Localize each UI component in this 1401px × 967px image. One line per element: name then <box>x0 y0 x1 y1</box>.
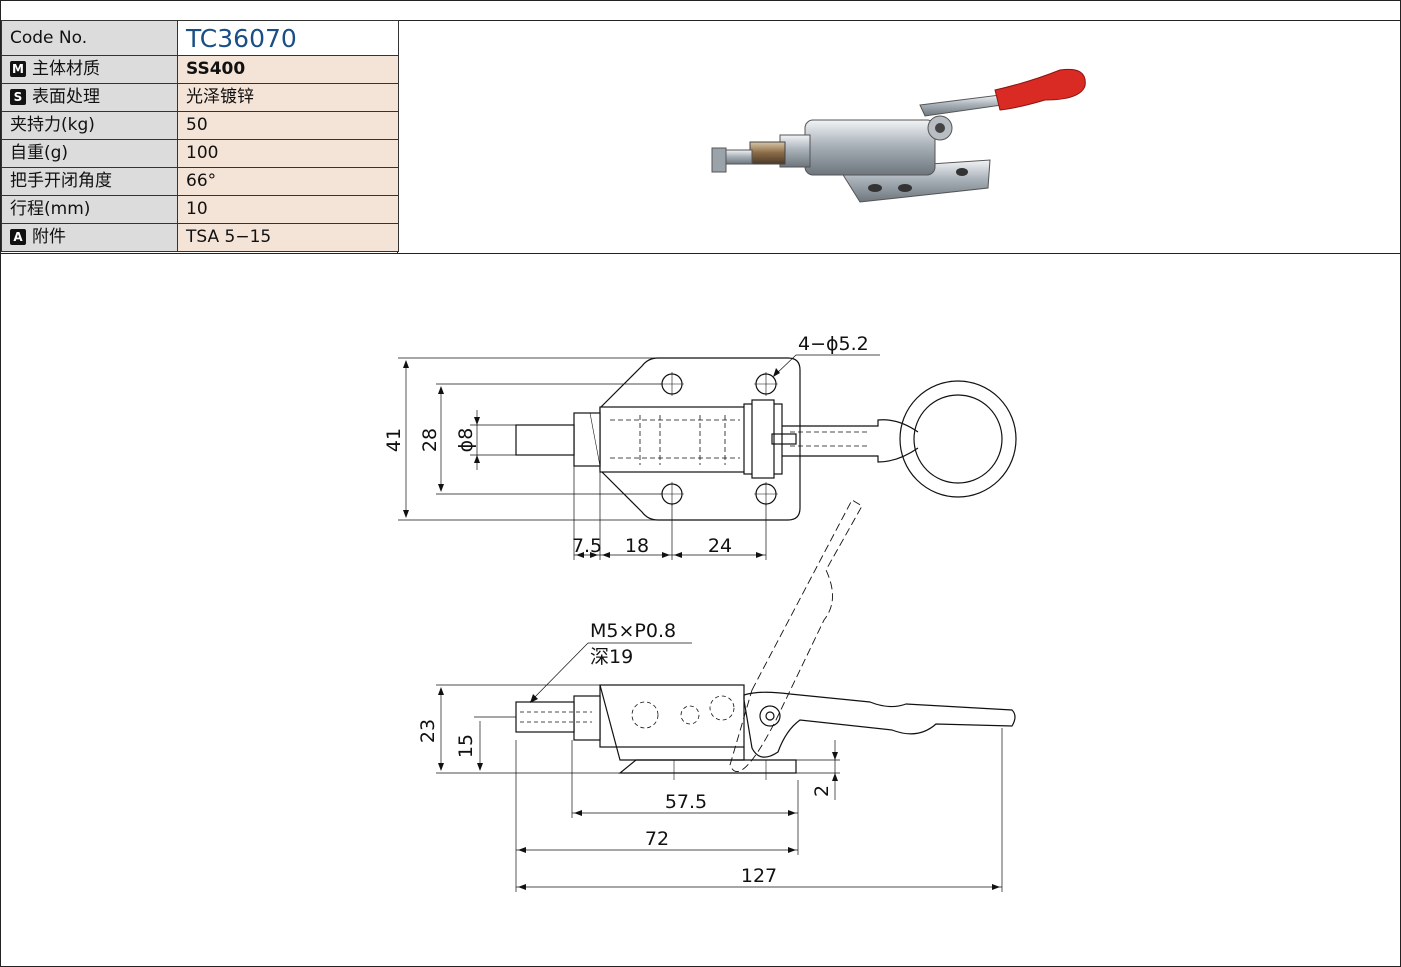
dim-23: 23 <box>417 719 439 743</box>
dim-28: 28 <box>419 428 441 452</box>
accessory-value: TSA 5−15 <box>177 223 399 252</box>
weight-label: 自重(g) <box>1 139 178 168</box>
spec-row-stroke: 行程(mm) 10 <box>1 195 399 224</box>
dim-41: 41 <box>383 428 405 452</box>
code-label: Code No. <box>1 20 178 56</box>
material-label: 主体材质 <box>32 59 100 79</box>
stroke-value: 10 <box>177 195 399 224</box>
accessory-badge-icon: A <box>10 229 26 245</box>
surface-value: 光泽镀锌 <box>177 83 399 112</box>
pivot-pin <box>759 705 781 727</box>
open-lever-phantom <box>729 499 863 772</box>
spec-row-angle: 把手开闭角度 66° <box>1 167 399 196</box>
angle-value: 66° <box>177 167 399 196</box>
dim-127: 127 <box>741 865 777 887</box>
weight-value: 100 <box>177 139 399 168</box>
thread-callout: M5×P0.8 <box>590 620 676 642</box>
top-view-plunger <box>515 424 575 456</box>
side-view-lever <box>743 691 1016 758</box>
accessory-label: 附件 <box>32 227 66 247</box>
handle-ring-inner <box>913 394 1003 484</box>
holes-callout: 4−ϕ5.2 <box>798 333 869 355</box>
header-rule <box>0 253 1401 254</box>
material-badge-icon: M <box>10 61 26 77</box>
spec-row-material: M 主体材质 SS400 <box>1 55 399 84</box>
side-view-nut <box>573 695 601 741</box>
spec-row-weight: 自重(g) 100 <box>1 139 399 168</box>
force-value: 50 <box>177 111 399 140</box>
force-label: 夹持力(kg) <box>1 111 178 140</box>
side-view-body <box>599 684 745 748</box>
depth-callout: 深19 <box>590 646 633 668</box>
angle-label: 把手开闭角度 <box>1 167 178 196</box>
material-value: SS400 <box>177 55 399 84</box>
technical-drawing: 41 28 ϕ8 7.5 18 24 4−ϕ5.2 <box>383 333 1017 892</box>
product-photo <box>711 68 1086 203</box>
top-view-body <box>599 406 753 473</box>
dim-72: 72 <box>645 828 669 850</box>
spec-row-accessory: A 附件 TSA 5−15 <box>1 223 399 252</box>
surface-label: 表面处理 <box>32 87 100 107</box>
top-view-nut <box>573 412 601 467</box>
dim-15: 15 <box>455 734 477 758</box>
side-view-base <box>618 759 797 774</box>
side-view-plunger <box>515 701 575 733</box>
clamp-body <box>804 119 936 176</box>
handle-lever <box>919 94 1003 117</box>
top-rule <box>0 20 1401 21</box>
top-view-handle <box>782 419 919 463</box>
handle-ring-outer <box>899 380 1017 498</box>
spec-row-code: Code No. TC36070 <box>1 20 399 56</box>
spec-row-force: 夹持力(kg) 50 <box>1 111 399 140</box>
dim-7-5: 7.5 <box>572 535 602 557</box>
spec-row-surface: S 表面处理 光泽镀锌 <box>1 83 399 112</box>
dim-57-5: 57.5 <box>665 791 707 813</box>
stroke-label: 行程(mm) <box>1 195 178 224</box>
surface-badge-icon: S <box>10 89 26 105</box>
red-handle-grip <box>994 68 1086 111</box>
dim-18: 18 <box>625 535 649 557</box>
dim-24: 24 <box>708 535 732 557</box>
code-value: TC36070 <box>177 20 399 56</box>
dim-2: 2 <box>811 785 833 797</box>
dim-d8: ϕ8 <box>455 428 477 453</box>
